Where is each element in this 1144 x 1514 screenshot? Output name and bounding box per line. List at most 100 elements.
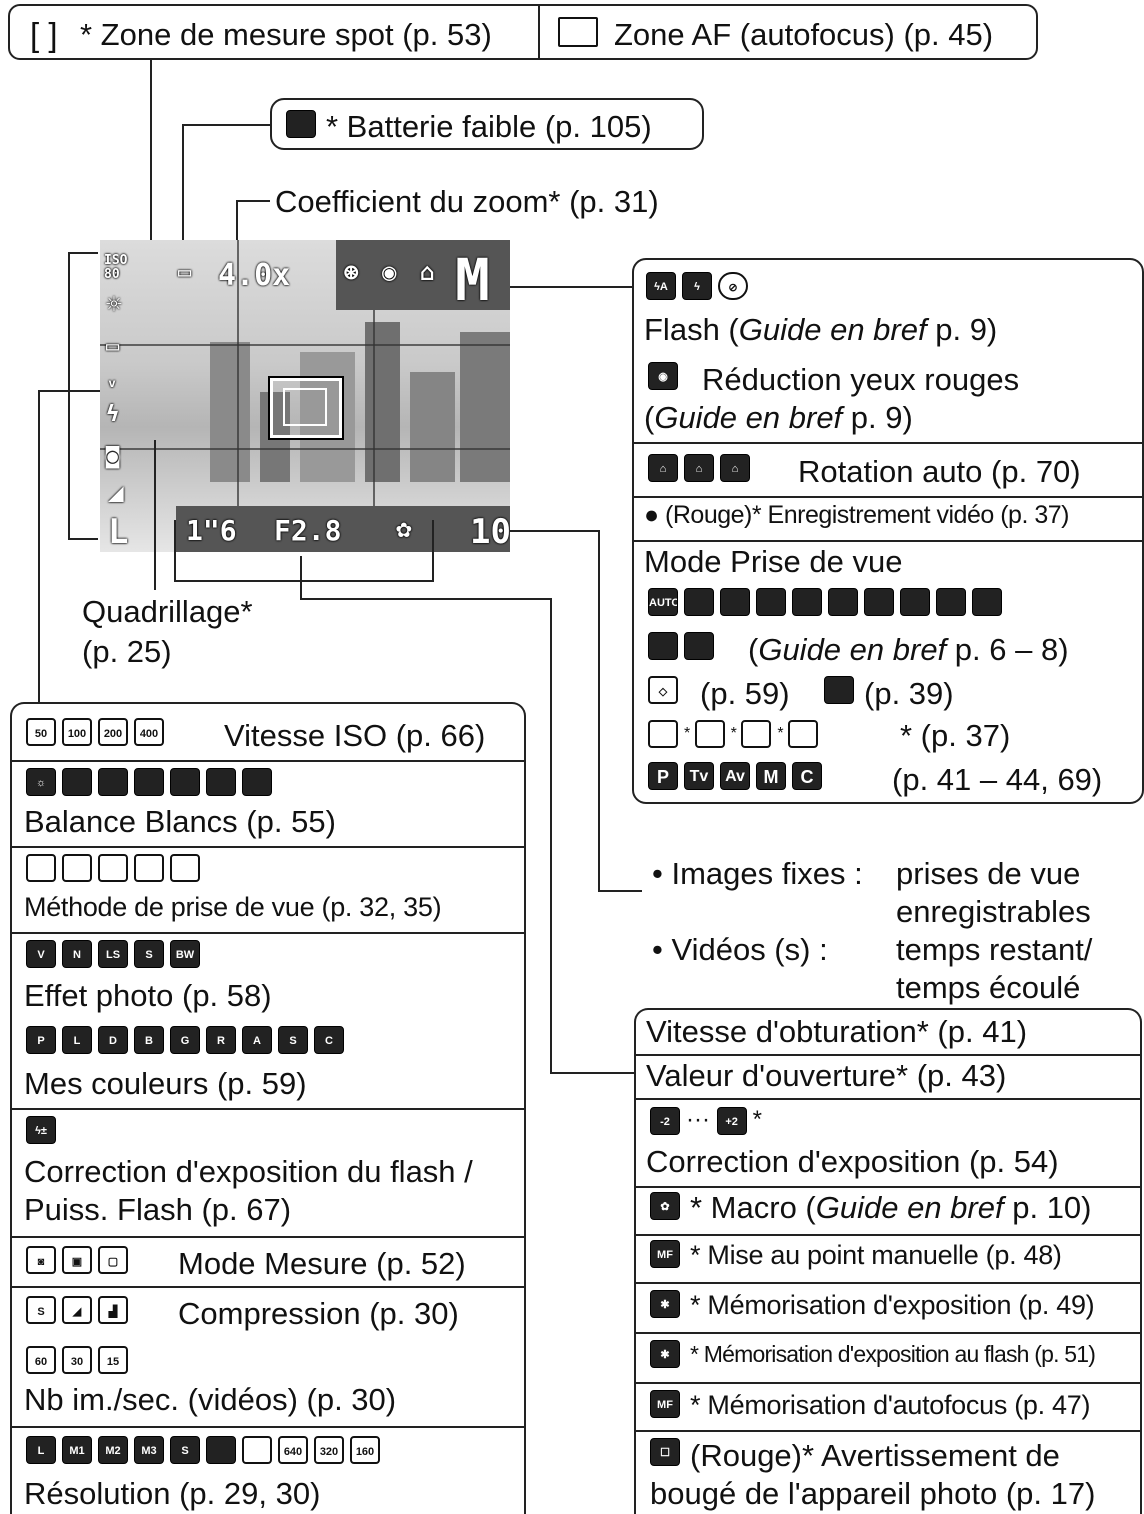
mode-title: Mode Prise de vue <box>644 544 903 579</box>
af-frame-icon <box>558 17 598 47</box>
res-320-icon: 320 <box>314 1436 344 1464</box>
movie-icons: * * * <box>648 720 824 748</box>
wb-cloudy-icon <box>62 768 92 796</box>
still-value-2: enregistrables <box>896 894 1091 929</box>
grid-line <box>237 240 239 552</box>
tv-mode-icon: Tv <box>684 762 714 790</box>
res-160-icon: 160 <box>350 1436 380 1464</box>
row-divider <box>636 1332 1140 1334</box>
row-divider <box>12 1426 524 1428</box>
exp-comp-icons: -2··· +2* <box>650 1106 762 1135</box>
evaluative-icon: ◙ <box>26 1246 56 1274</box>
leader-line <box>236 200 238 268</box>
row-divider <box>636 1382 1140 1384</box>
fireworks-icon <box>972 588 1002 616</box>
battery-low-icon <box>286 110 316 138</box>
exp-minus-icon: -2 <box>650 1106 680 1135</box>
movie-icon <box>648 720 678 748</box>
iso-display: ISO 80 <box>104 253 128 282</box>
rotate-icon: ⌂ <box>684 454 714 482</box>
effect-neutral-icon: N <box>62 940 92 968</box>
row-divider <box>636 1234 1140 1236</box>
grid-label: Quadrillage* <box>82 594 253 629</box>
res-m2-icon: M2 <box>98 1436 128 1464</box>
leader-line <box>150 60 152 405</box>
mode-guide: (Guide en bref p. 6 – 8) <box>748 632 1069 667</box>
battery-callout: * Batterie faible (p. 105) <box>270 98 704 150</box>
wb-fluorescent-h-icon <box>170 768 200 796</box>
shake-label-2: bougé de l'appareil photo (p. 17) <box>650 1476 1096 1511</box>
leader-line <box>300 556 302 600</box>
effect-bw-icon: BW <box>170 940 200 968</box>
underwater-icon <box>684 632 714 660</box>
building <box>365 322 400 482</box>
ae-lock-row: ✱ <box>650 1290 686 1318</box>
mode-panel <box>336 240 510 310</box>
macro-label: * Macro (Guide en bref p. 10) <box>690 1190 1092 1225</box>
custom-mode-icon: C <box>792 762 822 790</box>
macro-row: ✿ <box>650 1192 686 1220</box>
mycolor-icon: G <box>170 1026 200 1054</box>
row-divider <box>12 846 524 848</box>
stitch-row <box>824 676 860 704</box>
portrait-icon <box>684 588 714 616</box>
row-divider <box>636 1186 1140 1188</box>
af-zone-label: Zone AF (autofocus) (p. 45) <box>614 17 994 52</box>
leader-line <box>550 598 552 1074</box>
single-shot-icon <box>26 854 56 882</box>
metering-icons: ◙▣▢ <box>26 1246 134 1274</box>
drive-label: Méthode de prise de vue (p. 32, 35) <box>24 892 442 922</box>
compression-label: Compression (p. 30) <box>178 1296 459 1331</box>
movie-icon <box>694 720 725 748</box>
exp-comp-label: Correction d'exposition (p. 54) <box>646 1144 1059 1179</box>
redeye-label: Réduction yeux rouges <box>702 362 1020 397</box>
flash-comp-label-2: Puiss. Flash (p. 67) <box>24 1192 292 1227</box>
res-m1-icon: M1 <box>62 1436 92 1464</box>
scene-icons-row2 <box>648 632 720 660</box>
fps-15-icon: 15 <box>98 1346 128 1374</box>
iso-100-icon: 100 <box>62 718 92 746</box>
row-divider <box>634 496 1142 498</box>
af-lock-row: MF <box>650 1390 686 1418</box>
snow-icon <box>900 588 930 616</box>
res-640-icon: 640 <box>278 1436 308 1464</box>
flash-off-icon: ⊘ <box>718 272 748 300</box>
metering-label: Mode Mesure (p. 52) <box>178 1246 466 1281</box>
leader-line <box>154 440 156 590</box>
indoor-icon <box>828 588 858 616</box>
row-divider <box>636 1098 1140 1100</box>
af-lock-label: * Mémorisation d'autofocus (p. 47) <box>690 1390 1091 1420</box>
ae-lock-label: * Mémorisation d'exposition (p. 49) <box>690 1290 1095 1320</box>
flash-comp-label-1: Correction d'exposition du flash / <box>24 1154 473 1189</box>
leader-line <box>300 598 550 600</box>
leader-line <box>510 530 600 532</box>
shutter-display: 1"6 <box>186 514 237 547</box>
grid-line <box>100 448 510 450</box>
mycolor-icon: A <box>242 1026 272 1054</box>
video-value-2: temps écoulé <box>896 970 1081 1005</box>
fe-lock-row: ✱ <box>650 1340 686 1368</box>
still-value-1: prises de vue <box>896 856 1081 891</box>
grid-page: (p. 25) <box>82 634 172 669</box>
aperture-display: F2.8 <box>274 514 342 547</box>
building <box>300 352 355 482</box>
my-colors-label: Mes couleurs (p. 59) <box>24 1066 307 1101</box>
grid-line <box>100 344 510 346</box>
row-divider <box>636 1054 1140 1056</box>
mycolor-icon: D <box>98 1026 128 1054</box>
leader-line <box>38 390 40 702</box>
photo-effect-label: Effet photo (p. 58) <box>24 978 272 1013</box>
macro-icon: ✿ <box>650 1192 680 1220</box>
timer-custom-icon <box>170 854 200 882</box>
building <box>210 342 250 482</box>
spot-metering-icon: ▢ <box>98 1246 128 1274</box>
res-widescreen-icon <box>242 1436 272 1464</box>
leader-line <box>68 538 98 540</box>
wb-custom-icon <box>242 768 272 796</box>
mode-p59: (p. 59) <box>700 676 790 711</box>
